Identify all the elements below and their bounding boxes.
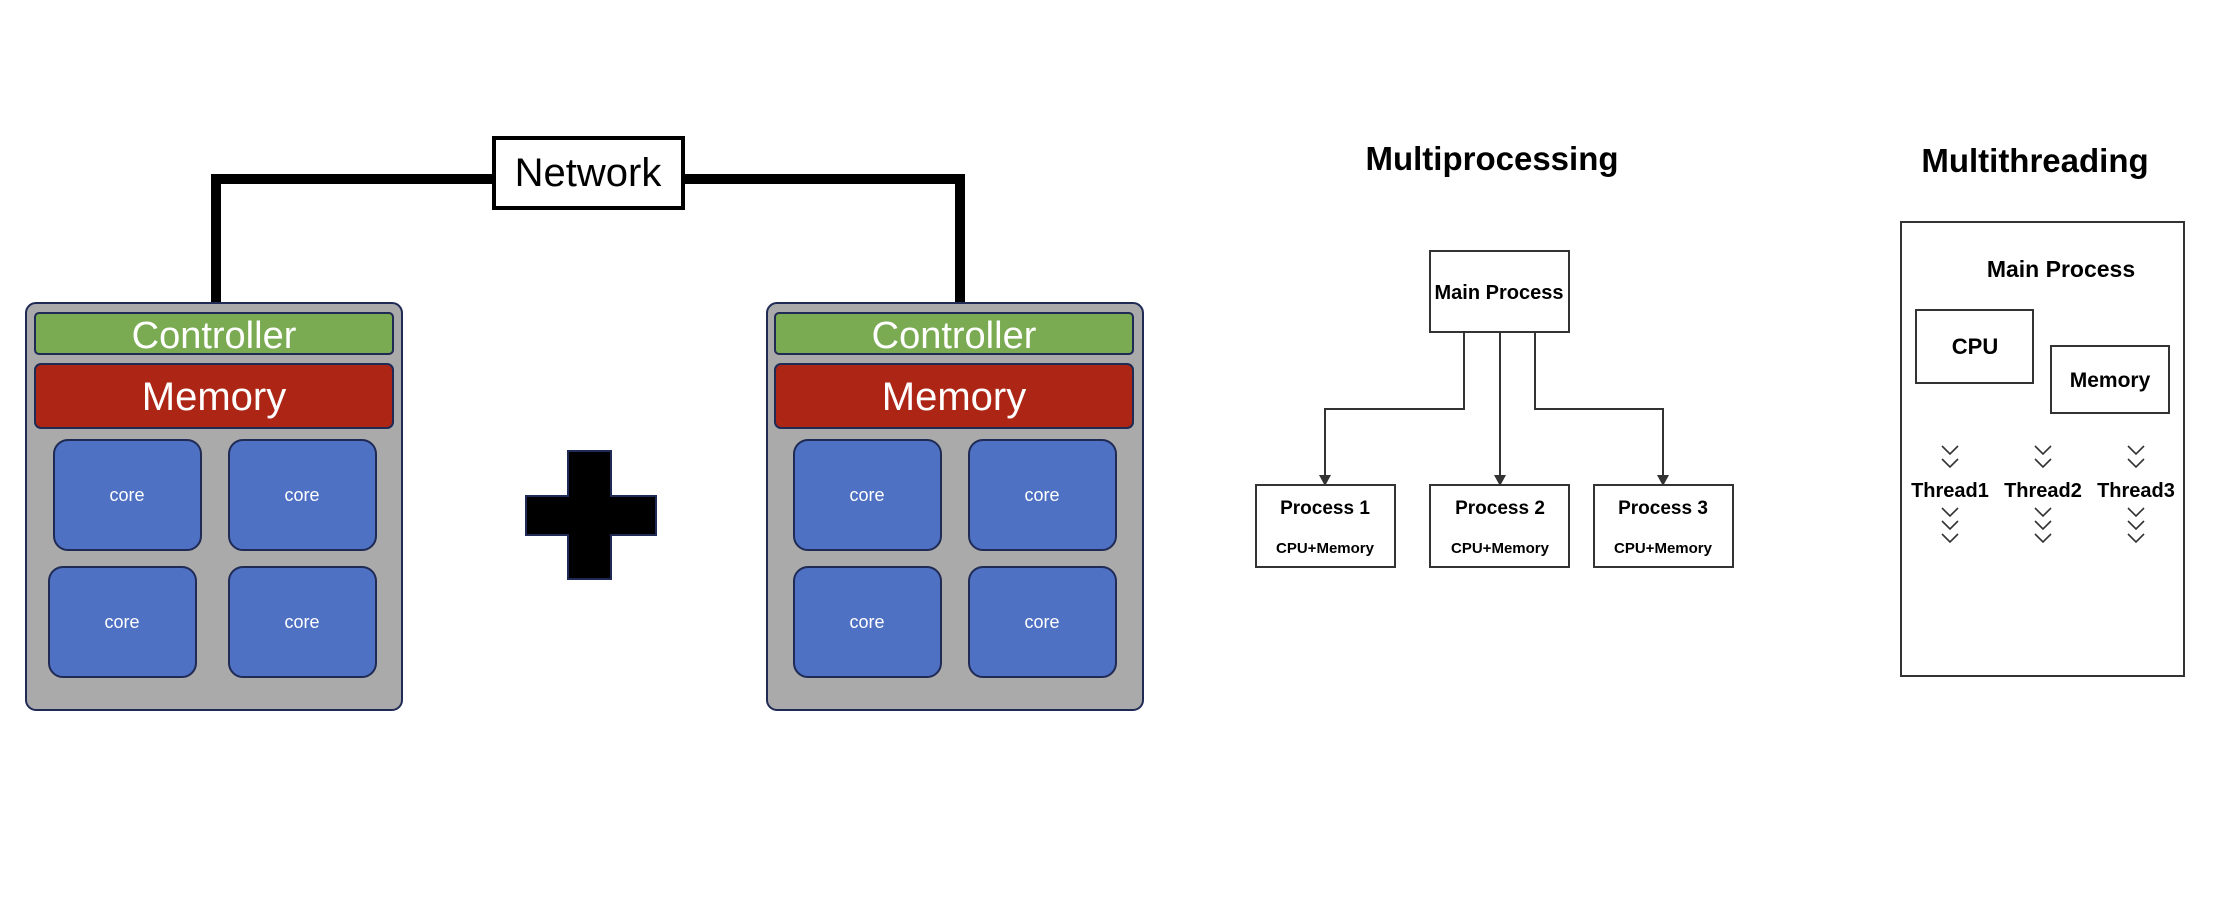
main-process-box: [1429, 250, 1570, 333]
core-box: [968, 439, 1117, 551]
chevron-down-icon: [2127, 445, 2145, 456]
chevron-down-icon: [2034, 520, 2052, 531]
arrowhead: [1657, 475, 1669, 486]
memory-label: Memory: [882, 375, 1026, 419]
core-label: core: [849, 612, 884, 632]
chevron-down-icon: [1941, 445, 1959, 456]
process-sub-label: CPU+Memory: [1451, 540, 1550, 557]
process-box: [1593, 484, 1734, 568]
core-label: core: [284, 485, 319, 505]
core-box: [48, 566, 197, 678]
main-process-label: Main Process: [1435, 282, 1564, 304]
cpu-label: CPU: [1952, 334, 1998, 359]
multiprocessing-diagram: Multiprocessing Main Process Process 1 C…: [1255, 140, 1734, 568]
process-label: Process 2: [1455, 498, 1545, 519]
core-box: [793, 566, 942, 678]
thread-label: Thread3: [2097, 480, 2175, 502]
chevron-down-icon: [2127, 458, 2145, 469]
chevron-down-icon: [1941, 458, 1959, 469]
controller-label: Controller: [872, 315, 1037, 357]
multithreading-diagram: Multithreading Main Process CPU Memory T…: [1900, 142, 2185, 677]
chevron-down-icon: [1941, 533, 1959, 544]
core-label: core: [109, 485, 144, 505]
core-box: [793, 439, 942, 551]
multiprocessing-title: Multiprocessing: [1365, 140, 1618, 177]
compute-node-2: Controller Memory core core core core: [766, 302, 1144, 711]
network-links: [211, 174, 965, 303]
multithreading-title: Multithreading: [1921, 142, 2148, 179]
controller-label: Controller: [132, 315, 297, 357]
chevron-down-icon: [2034, 507, 2052, 518]
network-link-left: [211, 174, 494, 303]
process-sub-label: CPU+Memory: [1276, 540, 1375, 557]
memory-box: [2050, 345, 2170, 414]
process-box: [1255, 484, 1396, 568]
compute-node-1: Controller Memory core core core core: [25, 302, 403, 711]
chevron-down-icon: [1941, 507, 1959, 518]
core-label: core: [104, 612, 139, 632]
core-label: core: [1024, 485, 1059, 505]
chevron-down-icon: [1941, 520, 1959, 531]
chevron-down-icon: [2127, 520, 2145, 531]
chevron-down-icon: [2127, 507, 2145, 518]
network-link-right: [683, 174, 965, 303]
process-box: [1429, 484, 1570, 568]
core-box: [228, 439, 377, 551]
memory-bar: [774, 363, 1134, 429]
core-box: [228, 566, 377, 678]
main-process-label: Main Process: [1987, 256, 2135, 282]
network-label: Network: [515, 151, 663, 195]
thread-label: Thread1: [1911, 480, 1989, 502]
memory-label: Memory: [2070, 369, 2151, 392]
chevron-down-icon: [2034, 533, 2052, 544]
connector-process-3: [1534, 332, 1664, 478]
cpu-box: [1915, 309, 2034, 384]
chevron-down-icon: [2034, 445, 2052, 456]
network-box: Network: [492, 136, 685, 210]
core-label: core: [1024, 612, 1059, 632]
process-label: Process 1: [1280, 498, 1370, 519]
connector-process-1: [1324, 332, 1465, 478]
core-box: [53, 439, 202, 551]
plus-icon: [525, 450, 657, 580]
process-sub-label: CPU+Memory: [1614, 540, 1713, 557]
core-label: core: [284, 612, 319, 632]
controller-bar: [34, 312, 394, 355]
controller-bar: [774, 312, 1134, 355]
chevron-down-icon: [2034, 458, 2052, 469]
thread-columns: Thread1 Thread2 Thread3: [1911, 445, 2175, 544]
memory-bar: [34, 363, 394, 429]
core-box: [968, 566, 1117, 678]
memory-label: Memory: [142, 375, 286, 419]
thread-label: Thread2: [2004, 480, 2082, 502]
arrowhead: [1494, 475, 1506, 486]
core-label: core: [849, 485, 884, 505]
chevron-down-icon: [2127, 533, 2145, 544]
process-label: Process 3: [1618, 498, 1708, 519]
main-process-container: [1900, 221, 2185, 677]
arrowhead: [1319, 475, 1331, 486]
